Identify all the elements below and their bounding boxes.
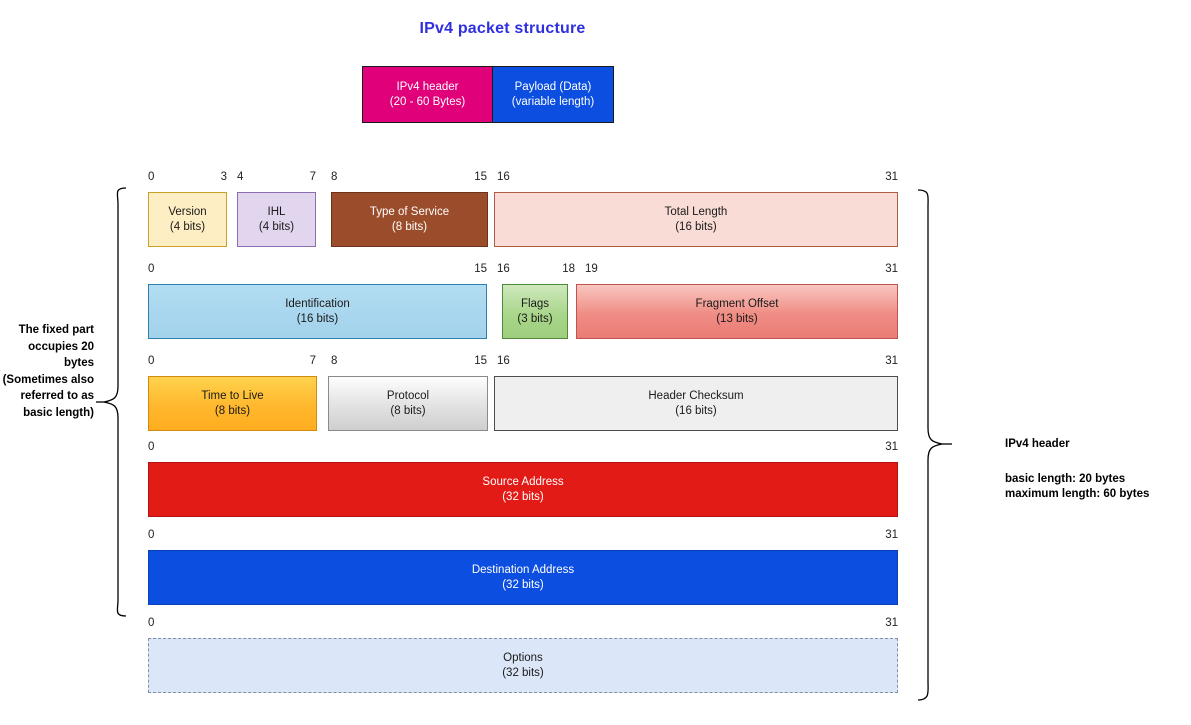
bit-tick: 0 <box>148 617 155 629</box>
right-annotation-basic-length: basic length: 20 bytes <box>1005 473 1126 485</box>
field-label: Protocol <box>386 389 430 402</box>
packet-segment-label: IPv4 header <box>396 80 459 93</box>
bit-tick: 3 <box>220 171 227 183</box>
field-header-checksum[interactable]: Header Checksum (16 bits) <box>494 376 898 431</box>
field-sublabel: (8 bits) <box>214 404 251 417</box>
field-label: Total Length <box>664 205 728 218</box>
right-annotation-body: basic length: 20 bytes maximum length: 6… <box>1005 472 1149 502</box>
field-label: Source Address <box>482 475 564 488</box>
bit-tick: 31 <box>885 441 898 453</box>
bit-tick: 31 <box>885 529 898 541</box>
left-brace <box>96 187 127 617</box>
field-identification[interactable]: Identification (16 bits) <box>148 284 487 339</box>
field-sublabel: (4 bits) <box>258 220 295 233</box>
bit-tick: 0 <box>148 263 155 275</box>
field-source-address[interactable]: Source Address (32 bits) <box>148 462 898 517</box>
field-label: Version <box>168 205 207 218</box>
field-label: Header Checksum <box>648 389 744 402</box>
packet-segment-ipv4-header: IPv4 header (20 - 60 Bytes) <box>362 66 493 123</box>
packet-segment-label: Payload (Data) <box>514 80 592 93</box>
bit-tick: 8 <box>331 355 338 367</box>
field-version[interactable]: Version (4 bits) <box>148 192 227 247</box>
header-row: Source Address (32 bits) <box>148 462 898 517</box>
bit-tick: 7 <box>309 171 316 183</box>
header-row: Version (4 bits) IHL (4 bits) Type of Servic… <box>148 192 898 247</box>
bit-tick: 7 <box>309 355 316 367</box>
bit-tick: 0 <box>148 355 155 367</box>
field-options[interactable]: Options (32 bits) <box>148 638 898 693</box>
bit-ruler: 0 31 <box>148 529 898 545</box>
bit-tick: 16 <box>497 355 510 367</box>
field-flags[interactable]: Flags (3 bits) <box>502 284 568 339</box>
bit-tick: 31 <box>885 617 898 629</box>
header-row: Options (32 bits) <box>148 638 898 693</box>
field-label: Fragment Offset <box>695 297 779 310</box>
field-label: Type of Service <box>369 205 450 218</box>
field-fragment-offset[interactable]: Fragment Offset (13 bits) <box>576 284 898 339</box>
bit-ruler: 0 31 <box>148 441 898 457</box>
field-sublabel: (8 bits) <box>390 404 426 417</box>
field-sublabel: (32 bits) <box>502 666 544 679</box>
bit-tick: 16 <box>497 171 510 183</box>
bit-tick: 0 <box>148 441 155 453</box>
bit-tick: 16 <box>497 263 510 275</box>
bit-ruler: 0 31 <box>148 617 898 633</box>
right-brace <box>917 189 952 701</box>
bit-ruler: 0 7 8 15 16 31 <box>148 355 898 371</box>
bit-ruler: 0 15 16 18 19 31 <box>148 263 898 279</box>
left-annotation: The fixed part occupies 20 bytes (Someti… <box>2 324 94 419</box>
bit-tick: 18 <box>562 263 575 275</box>
field-label: Options <box>503 651 543 664</box>
field-type-of-service[interactable]: Type of Service (8 bits) <box>331 192 488 247</box>
field-sublabel: (16 bits) <box>675 220 717 233</box>
bit-tick: 15 <box>474 355 487 367</box>
bit-tick: 4 <box>237 171 244 183</box>
bit-tick: 15 <box>474 263 487 275</box>
bit-tick: 0 <box>148 171 155 183</box>
field-label: Identification <box>285 297 350 310</box>
bit-tick: 0 <box>148 529 155 541</box>
field-sublabel: (32 bits) <box>502 578 544 591</box>
field-sublabel: (3 bits) <box>517 312 553 325</box>
field-total-length[interactable]: Total Length (16 bits) <box>494 192 898 247</box>
field-protocol[interactable]: Protocol (8 bits) <box>328 376 488 431</box>
field-destination-address[interactable]: Destination Address (32 bits) <box>148 550 898 605</box>
field-label: Destination Address <box>471 563 575 576</box>
bit-tick: 15 <box>474 171 487 183</box>
field-sublabel: (8 bits) <box>391 220 428 233</box>
field-sublabel: (32 bits) <box>502 490 544 503</box>
packet-segment-sublabel: (variable length) <box>511 95 595 108</box>
bit-tick: 19 <box>585 263 598 275</box>
field-sublabel: (16 bits) <box>296 312 339 325</box>
header-row: Time to Live (8 bits) Protocol (8 bits) Head… <box>148 376 898 431</box>
bit-tick: 8 <box>331 171 338 183</box>
bit-tick: 31 <box>885 171 898 183</box>
packet-segment-sublabel: (20 - 60 Bytes) <box>389 95 466 108</box>
bit-tick: 31 <box>885 263 898 275</box>
packet-overview: IPv4 header (20 - 60 Bytes) Payload (Dat… <box>362 66 614 123</box>
packet-segment-payload: Payload (Data) (variable length) <box>493 66 614 123</box>
field-sublabel: (4 bits) <box>169 220 206 233</box>
header-row: Destination Address (32 bits) <box>148 550 898 605</box>
right-annotation-max-length: maximum length: 60 bytes <box>1005 488 1150 500</box>
bit-tick: 31 <box>885 355 898 367</box>
right-annotation-title: IPv4 header <box>1005 438 1070 450</box>
field-label: Time to Live <box>201 389 264 402</box>
field-sublabel: (16 bits) <box>675 404 717 417</box>
field-time-to-live[interactable]: Time to Live (8 bits) <box>148 376 317 431</box>
field-label: IHL <box>267 205 286 218</box>
field-ihl[interactable]: IHL (4 bits) <box>237 192 316 247</box>
page-title: IPv4 packet structure <box>419 20 586 37</box>
field-sublabel: (13 bits) <box>716 312 758 325</box>
field-label: Flags <box>520 297 550 310</box>
header-row: Identification (16 bits) Flags (3 bits) Frag… <box>148 284 898 339</box>
